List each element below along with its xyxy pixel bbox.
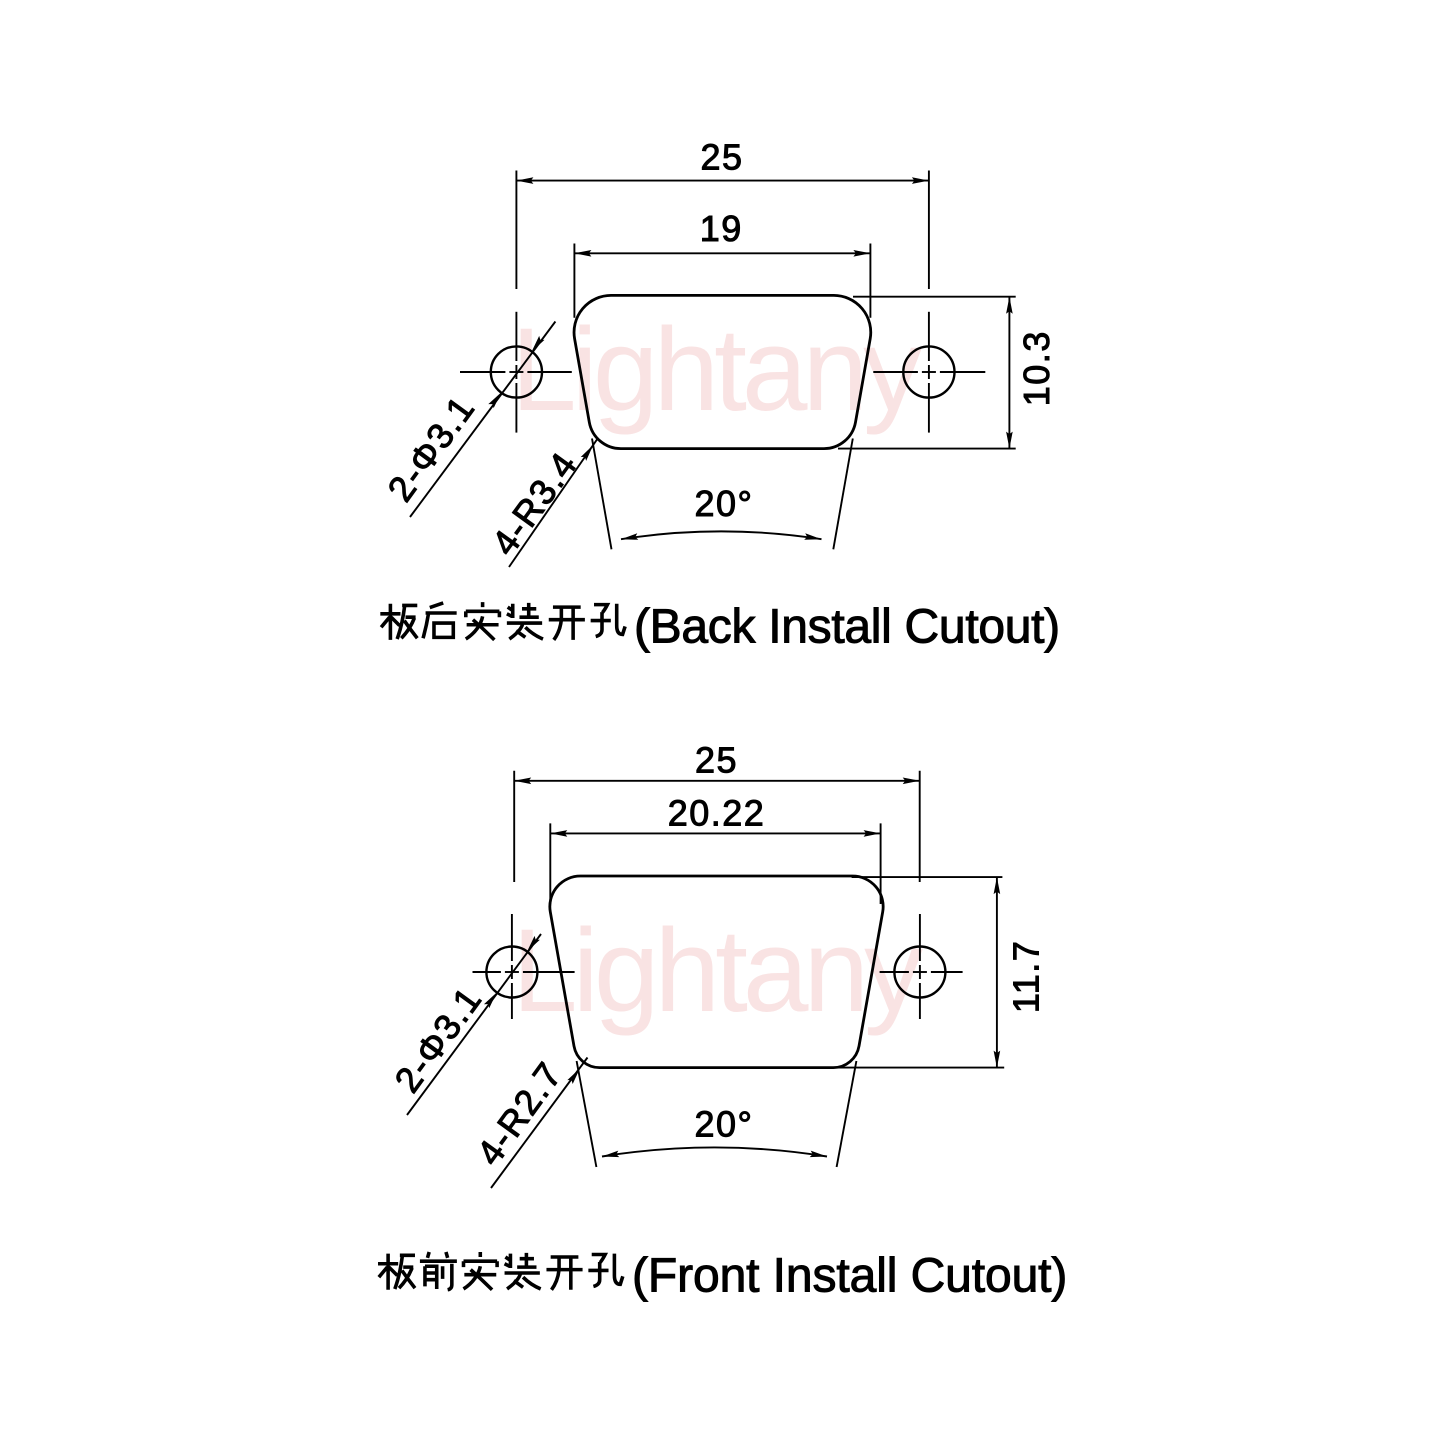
svg-text:20°: 20° <box>695 483 754 524</box>
svg-text:(Back Install Cutout): (Back Install Cutout) <box>634 601 1060 654</box>
svg-text:25: 25 <box>695 739 738 780</box>
svg-text:Lightany: Lightany <box>511 304 922 436</box>
svg-text:20.22: 20.22 <box>668 793 766 834</box>
svg-text:19: 19 <box>700 208 743 249</box>
svg-text:Lightany: Lightany <box>512 905 923 1037</box>
svg-text:11.7: 11.7 <box>1006 940 1047 1013</box>
svg-text:25: 25 <box>700 137 743 178</box>
svg-text:20°: 20° <box>695 1104 754 1145</box>
svg-text:(Front Install Cutout): (Front Install Cutout) <box>632 1250 1067 1303</box>
svg-text:10.3: 10.3 <box>1016 330 1057 406</box>
